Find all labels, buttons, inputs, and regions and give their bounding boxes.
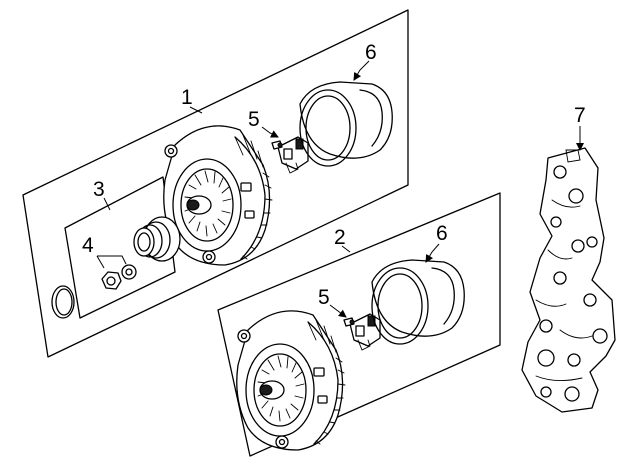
- callout-2: 2: [334, 226, 346, 249]
- cover-6b: [371, 259, 465, 345]
- callout-7: 7: [574, 104, 586, 127]
- mounting-bracket: [521, 147, 616, 413]
- callout-1: 1: [181, 86, 193, 109]
- nut-and-washer: [101, 264, 137, 290]
- assembly-1-frame: [22, 9, 409, 358]
- regulator-5b: [343, 313, 381, 351]
- pulley: [133, 216, 181, 262]
- callout-5a: 5: [248, 108, 260, 131]
- callout-4: 4: [82, 234, 94, 257]
- cover-6a: [299, 81, 393, 167]
- callout-6b: 6: [436, 222, 448, 245]
- alternator-2: [236, 310, 346, 451]
- callout-3: 3: [93, 178, 105, 201]
- callout-6a: 6: [365, 41, 377, 64]
- assembly-3-frame: [64, 176, 176, 319]
- callout-5b: 5: [318, 286, 330, 309]
- seal-ring: [51, 285, 75, 319]
